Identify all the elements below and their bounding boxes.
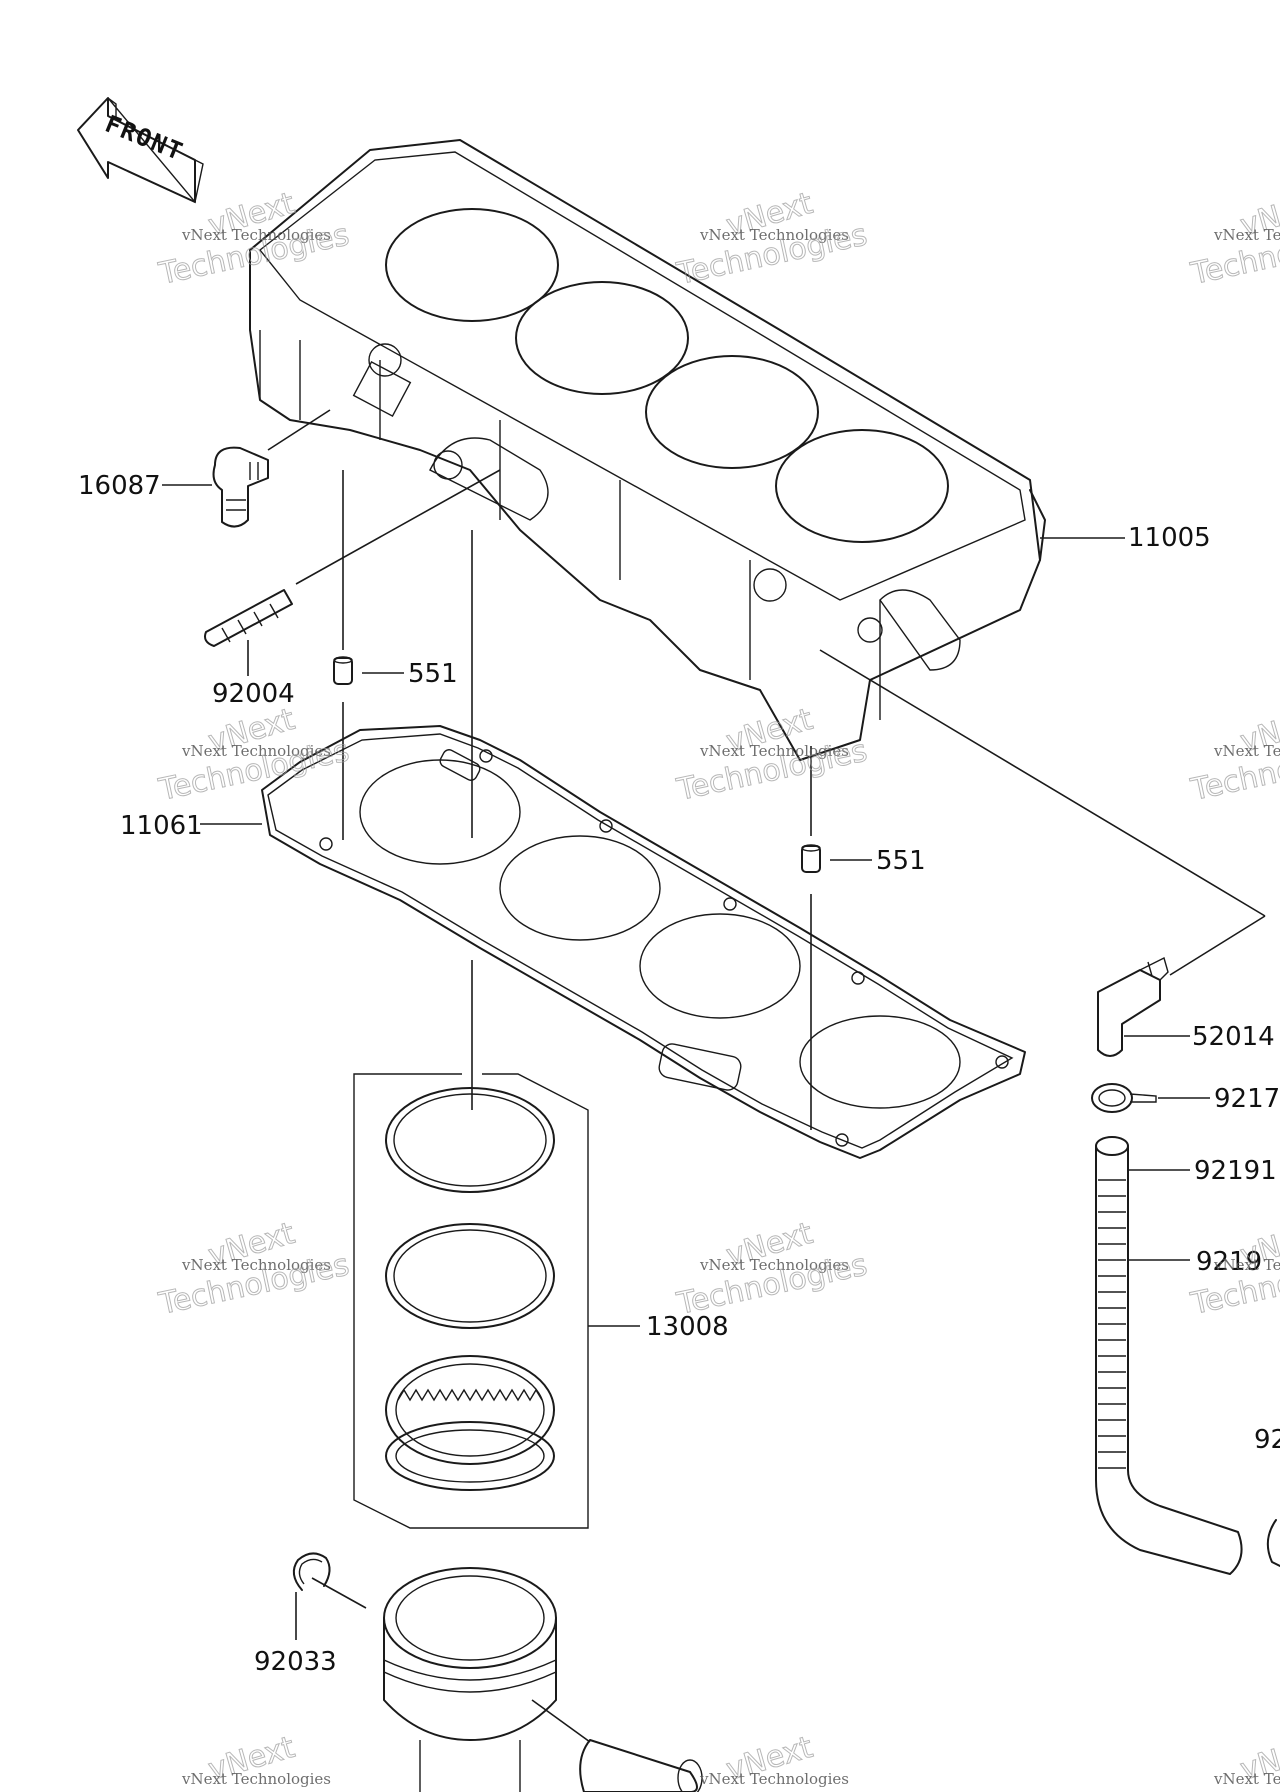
cylinder-bore-2 (515, 281, 689, 395)
cylinder-bore-3 (645, 355, 819, 469)
callout-92004: 92004 (212, 679, 295, 709)
callouts: 16087 11005 92004 551 11061 551 52014 92… (78, 471, 1280, 1677)
svg-text:vNext Technologies: vNext Technologies (1213, 1256, 1280, 1274)
second-ring (385, 1223, 555, 1329)
callout-92191: 92191 (1194, 1156, 1277, 1186)
elbow-fitting-52014 (1097, 956, 1169, 1057)
cylinder-block (249, 139, 1046, 761)
svg-text:vNext Technologies: vNext Technologies (181, 1770, 331, 1788)
watermark: vNext vNext Technologies Technologies (1187, 185, 1280, 292)
dowel-pin-551-lower (801, 844, 821, 873)
svg-text:vNext Technologies: vNext Technologies (699, 226, 849, 244)
svg-text:vNext Technologies: vNext Technologies (181, 742, 331, 760)
svg-text:vNext Technologies: vNext Technologies (181, 1256, 331, 1274)
piston-ring-set (353, 1073, 589, 1529)
callout-551-lower: 551 (876, 846, 926, 876)
callout-16087: 16087 (78, 471, 161, 501)
callout-52014: 52014 (1192, 1022, 1275, 1052)
callout-9217: 9217 (1214, 1084, 1280, 1114)
svg-text:vNext Technologies: vNext Technologies (699, 742, 849, 760)
cylinder-bore-1 (385, 208, 559, 322)
top-ring (385, 1087, 555, 1193)
fitting-16087 (212, 446, 269, 528)
dowel-pin-551-upper (333, 656, 353, 685)
watermark: vNext vNext Technologies Technologies (1187, 701, 1280, 808)
watermark: vNext vNext Technologies (181, 1729, 331, 1788)
watermark: vNext vNext Technologies Technologies (673, 185, 871, 292)
piston-pin (579, 1739, 703, 1792)
cylinder-gasket (261, 725, 1026, 1159)
watermark: vNext vNext Technologies Technologies (155, 701, 353, 808)
svg-text:vNext Technologies: vNext Technologies (699, 1770, 849, 1788)
svg-text:vNext Technologies: vNext Technologies (1213, 742, 1280, 760)
watermark: vNext vNext Technologies Technologies (155, 1215, 353, 1322)
svg-text:vNext Technologies: vNext Technologies (699, 1256, 849, 1274)
watermark: vNext vNext Technologies (699, 1729, 849, 1788)
svg-text:vNext Technologies: vNext Technologies (181, 226, 331, 244)
svg-text:vNext Technologies: vNext Technologies (1213, 1770, 1280, 1788)
svg-text:vNext Technologies: vNext Technologies (1213, 226, 1280, 244)
circlip-92033 (292, 1552, 331, 1591)
stud-92004 (204, 589, 293, 647)
oil-ring (385, 1355, 555, 1465)
piston (383, 1567, 557, 1792)
callout-551-upper: 551 (408, 659, 458, 689)
front-label: FRONT (101, 110, 188, 167)
front-arrow-icon: FRONT (77, 97, 204, 204)
watermark: vNext vNext Technologies Technologies (673, 701, 871, 808)
leader-lines (162, 409, 1266, 1743)
watermark: vNext vNext Technologies Technologies (673, 1215, 871, 1322)
hose-clamp (1091, 1083, 1157, 1113)
watermarks: vNext vNext Technologies Technologies vN… (155, 185, 1280, 1788)
breather-hose (1095, 1136, 1280, 1575)
callout-11005: 11005 (1128, 523, 1211, 553)
watermark: vNext vNext Technologies (1213, 1729, 1280, 1788)
cylinder-bore-4 (775, 429, 949, 543)
callout-92033: 92033 (254, 1647, 337, 1677)
callout-13008: 13008 (646, 1312, 729, 1342)
callout-92: 92 (1254, 1425, 1280, 1455)
callout-9219: 9219 (1196, 1247, 1262, 1277)
callout-11061: 11061 (120, 811, 203, 841)
